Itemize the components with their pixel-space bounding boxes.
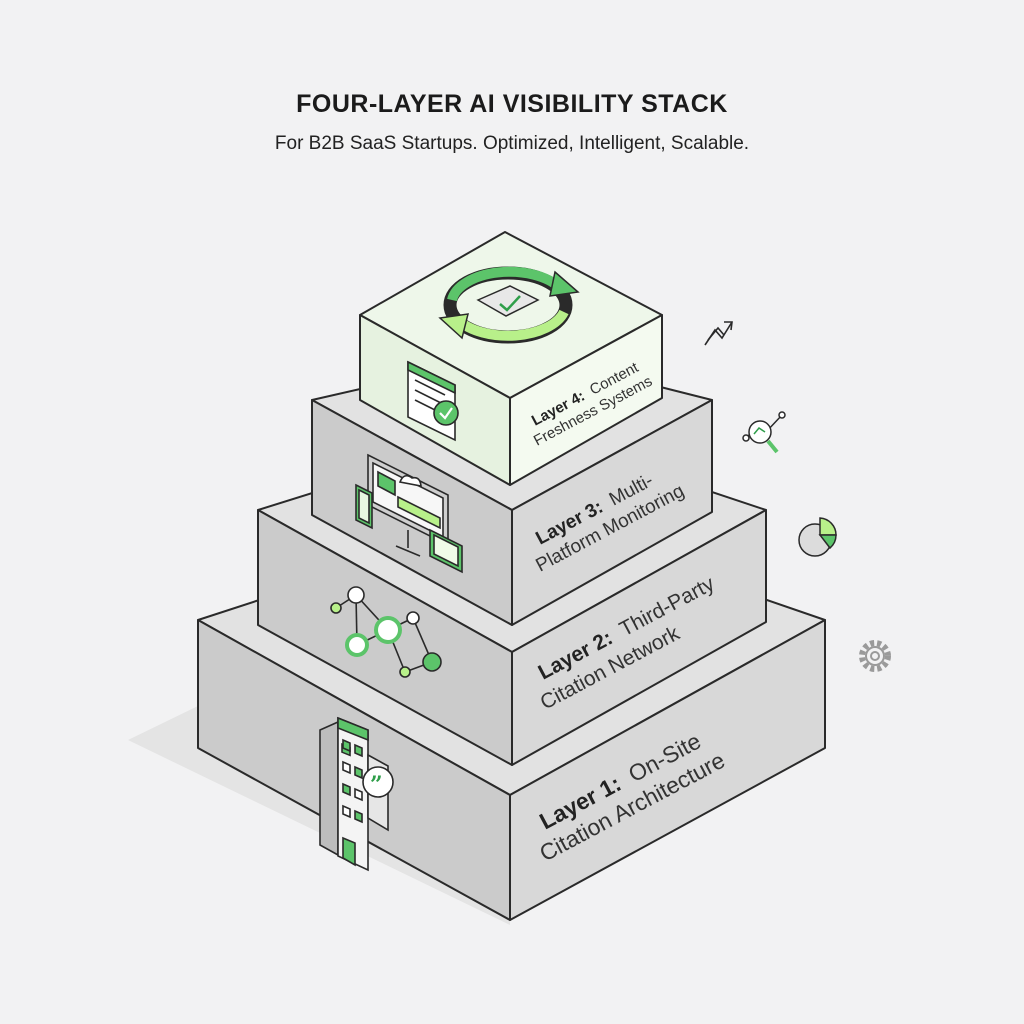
- refresh-cycle-icon: [438, 266, 580, 344]
- layer-4-front-face: [509, 314, 663, 486]
- network-nodes-icon: [330, 586, 442, 678]
- svg-text:”: ”: [370, 772, 383, 798]
- layer-1-front-face: [509, 619, 826, 921]
- gear-icon: [859, 640, 891, 672]
- layer-2-front-face: [511, 509, 767, 766]
- layer-3-front-face: [511, 399, 713, 626]
- document-check-icon: [407, 360, 459, 442]
- page-subtitle: For B2B SaaS Startups. Optimized, Intell…: [274, 133, 750, 154]
- trend-arrow-icon: [704, 321, 733, 346]
- building-quote-icon: ”: [319, 716, 394, 872]
- multi-device-icon: [355, 453, 463, 574]
- pie-chart-icon: [798, 517, 837, 557]
- layer-4-block[interactable]: Layer 4: Content Freshness Systems: [359, 231, 663, 486]
- page-title: FOUR-LAYER AI VISIBILITY STACK: [296, 90, 728, 118]
- analytics-magnifier-icon: [742, 411, 786, 454]
